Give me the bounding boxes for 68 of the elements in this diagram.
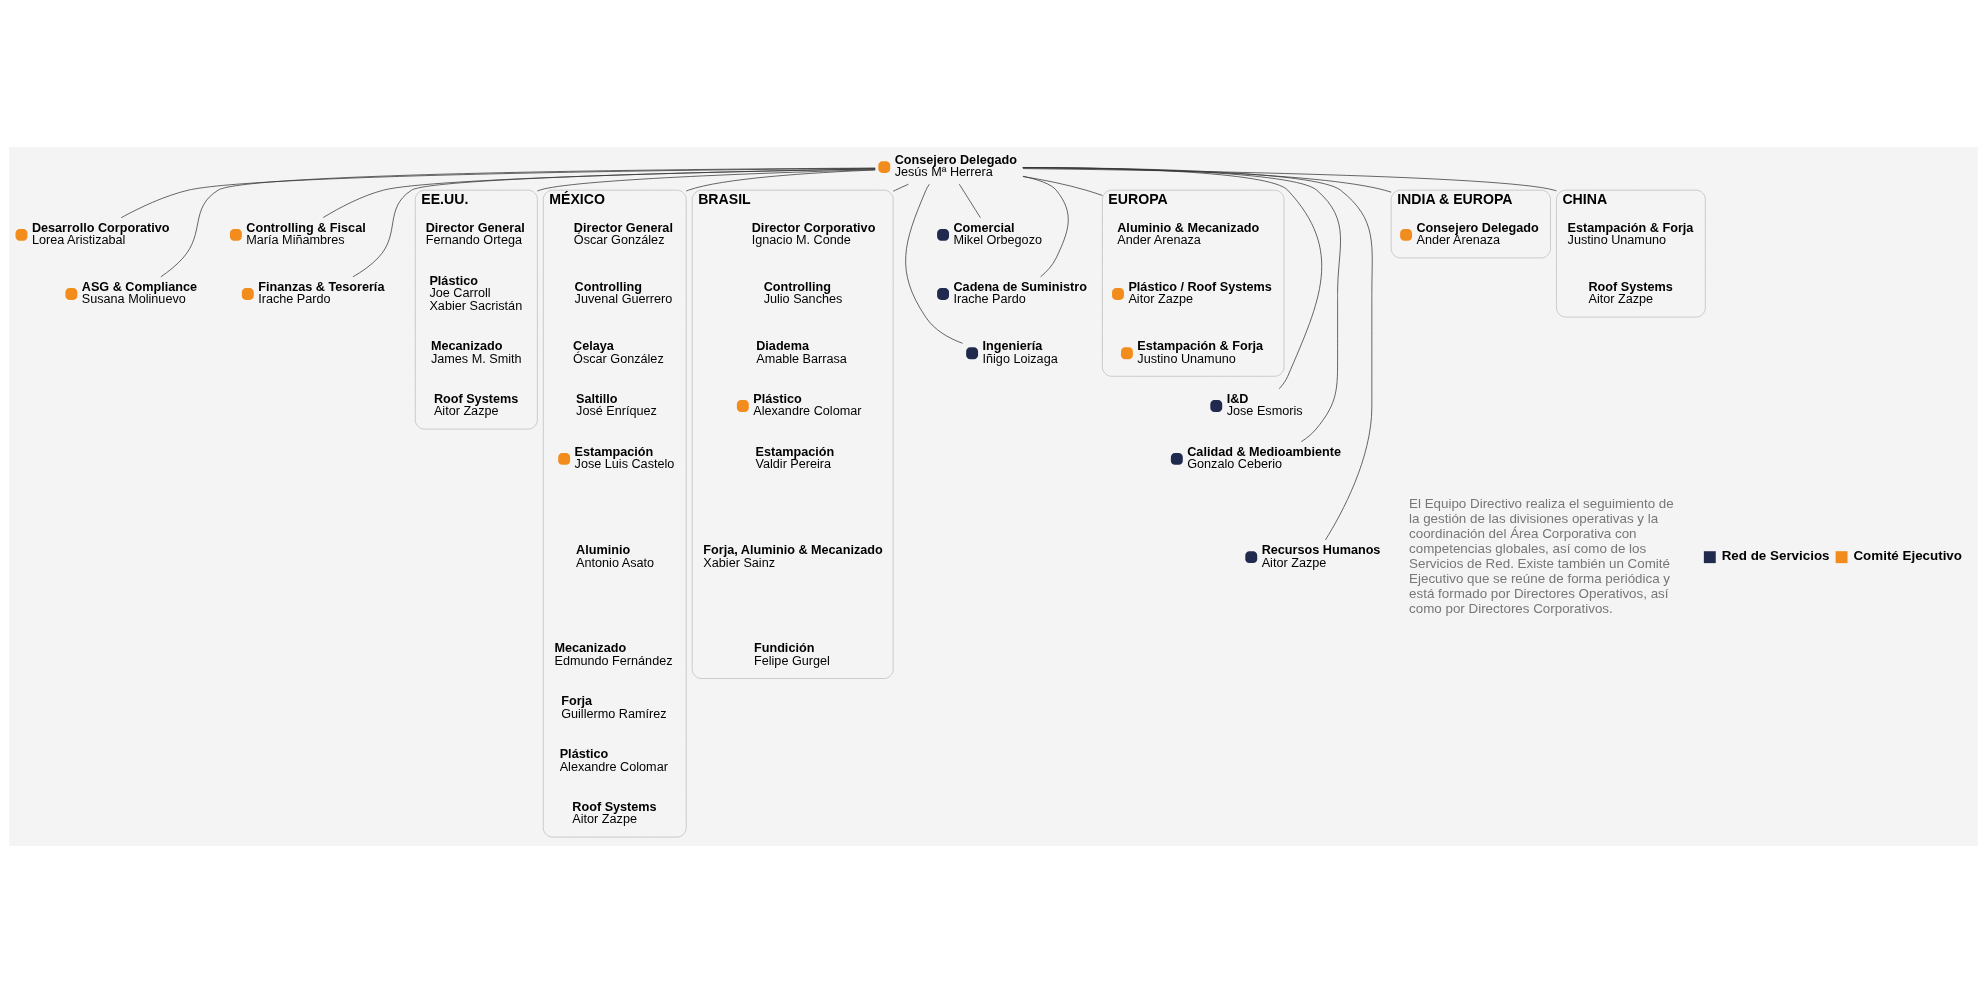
node-label: Plástico [753, 391, 802, 406]
connector [322, 168, 876, 218]
node-label: Jose Esmoris [1226, 403, 1303, 418]
node-text: Aluminio & Mecanizado Ander Arenaza [1117, 220, 1260, 247]
node-label: Iñigo Loizaga [982, 351, 1058, 366]
node-label: María Miñambres [246, 232, 345, 247]
connector [1022, 166, 1373, 540]
node-label: Cadena de Suministro [953, 279, 1087, 294]
node-label: Finanzas & Tesorería [258, 279, 385, 294]
node-text: Roof Systems Aitor Zazpe [433, 391, 519, 418]
node-label: ASG & Compliance [81, 279, 197, 294]
node-label: Estampación [574, 444, 654, 459]
node-label: Calidad & Medioambiente [1187, 444, 1342, 459]
node-text: Forja, Aluminio & Mecanizado Xabier Sainz [703, 542, 883, 570]
node-label: Desarrollo Corporativo [31, 220, 170, 235]
node-label: Estampación & Forja [1137, 338, 1264, 353]
node-label: Alexandre Colomar [753, 403, 862, 418]
legend-label: Red de Servicios [1721, 547, 1830, 563]
connector [1022, 175, 1103, 196]
node-text: Plástico Joe Carroll Xabier Sacristán [429, 273, 523, 313]
connector [537, 168, 876, 191]
connector [160, 167, 876, 277]
node-text: Director General Fernando Ortega [425, 220, 525, 247]
connector [352, 168, 876, 277]
node-text: Saltillo José Enríquez [576, 391, 657, 418]
node-label: Gonzalo Ceberio [1187, 456, 1283, 471]
node-label: Comercial [953, 220, 1015, 235]
legend-label: Comité Ejecutivo [1853, 547, 1962, 563]
node-label: Justino Unamuno [1137, 351, 1236, 366]
node-text: Roof Systems Aitor Zazpe [1588, 279, 1673, 306]
node-label: Mikel Orbegozo [953, 232, 1043, 247]
connector [1022, 167, 1557, 191]
node-text: Roof Systems Aitor Zazpe [572, 799, 657, 826]
node-text: Estampación & Forja Justino Unamuno [1567, 220, 1694, 247]
node-text: Diadema Amable Barrasa [756, 338, 847, 366]
node-label: Aitor Zazpe [1128, 291, 1194, 306]
node-label: I&D [1226, 391, 1249, 406]
node-text: Controlling Juvenal Guerrero [574, 279, 673, 306]
node-text: Estampación Valdir Pereira [755, 444, 835, 471]
node-text: Director General Óscar González [573, 220, 673, 247]
node-text: Aluminio Antonio Asato [576, 542, 655, 570]
node-text: Controlling Julio Sanches [763, 279, 843, 306]
connector [685, 169, 876, 191]
node-text: Mecanizado Edmundo Fernández [554, 640, 673, 668]
node-label: Controlling & Fiscal [246, 220, 366, 235]
node-text: Fundición Felipe Gurgel [753, 640, 830, 668]
node-text: Plástico Alexandre Colomar [559, 746, 668, 774]
node-text: Director Corporativo Ignacio M. Conde [751, 220, 876, 247]
connector [892, 183, 909, 192]
connector [958, 183, 981, 218]
connector [120, 167, 876, 218]
node-label: Lorea Aristizabal [31, 232, 126, 247]
node-label: Recursos Humanos [1261, 542, 1381, 557]
node-label: Plástico / Roof Systems [1128, 279, 1272, 294]
node-text: Celaya Óscar González [573, 338, 664, 366]
node-label: Irache Pardo [258, 291, 331, 306]
node-label: Jose Luis Castelo [574, 456, 675, 471]
node-text: Mecanizado James M. Smith [430, 338, 522, 366]
connector [1022, 167, 1392, 192]
node-label: Irache Pardo [953, 291, 1026, 306]
connector [905, 183, 963, 344]
node-text: Forja Guillermo Ramírez [561, 693, 667, 721]
label: El Equipo Directivo realiza el seguimiento de la gestión de las divisiones operativas y la coordinación del Área Corporativa con competencias globales, así como de los Servicios de Red. Existe también un Comité Ejecutivo que se reúne de forma periódica y está formado por Directores Operativos, así como por Directores Corporativos. [1409, 495, 1674, 616]
node-label: Consejero Delegado [1416, 220, 1539, 235]
node-label: Consejero Delegado [894, 152, 1017, 167]
node-label: Aitor Zazpe [1261, 555, 1327, 570]
node-label: Susana Molinuevo [81, 291, 186, 306]
node-label: Ingeniería [982, 338, 1043, 353]
